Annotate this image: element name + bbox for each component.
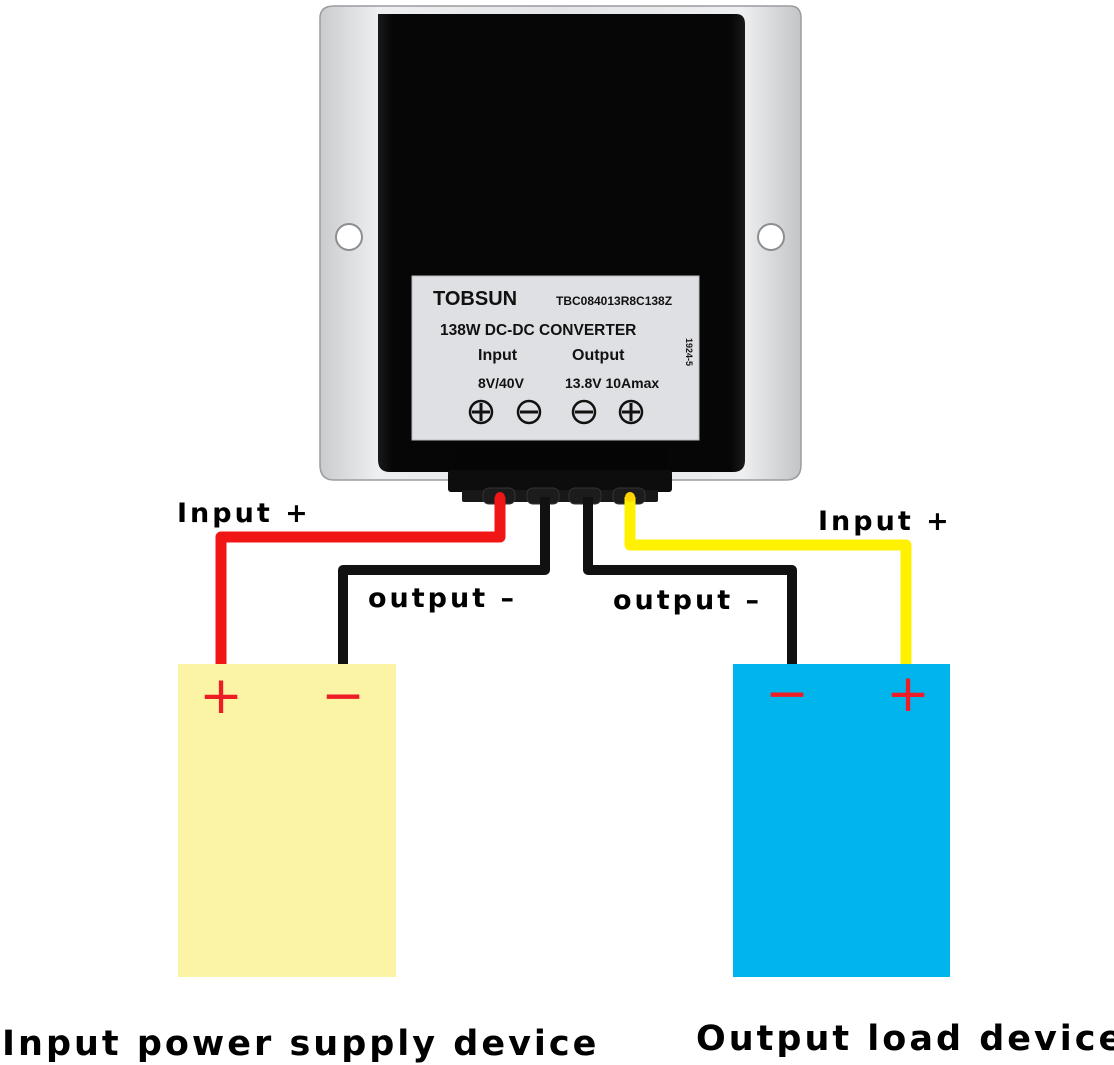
wire-label-output-minus-left: output – — [368, 583, 517, 614]
circle-minus-icon — [516, 399, 542, 425]
black-output-minus-wire-right — [583, 497, 797, 666]
output-spec: 13.8V 10Amax — [565, 375, 659, 391]
supply-minus-terminal: − — [321, 666, 365, 726]
terminal-block — [448, 446, 672, 505]
output-heading: Output — [572, 347, 625, 364]
input-device-caption: Input power supply device — [2, 1024, 599, 1064]
wire-label-output-minus-right: output – — [613, 585, 762, 616]
circle-plus-icon — [618, 399, 644, 425]
wires — [215, 492, 912, 666]
wire-label-input-plus-right: Input + — [818, 506, 952, 537]
brand-text: TOBSUN — [433, 288, 517, 310]
wire-label-input-plus-left: Input + — [177, 498, 311, 529]
circle-plus-icon — [468, 399, 494, 425]
load-plus-terminal: + — [886, 664, 930, 724]
description-text: 138W DC-DC CONVERTER — [440, 322, 636, 339]
mount-hole-icon — [335, 223, 363, 251]
converter-module: TOBSUN TBC084013R8C138Z 138W DC-DC CONVE… — [319, 5, 802, 505]
input-heading: Input — [478, 347, 518, 364]
input-spec: 8V/40V — [478, 375, 525, 391]
batch-code: 1924-5 — [684, 338, 694, 366]
model-text: TBC084013R8C138Z — [556, 294, 672, 308]
mount-hole-icon — [757, 223, 785, 251]
input-power-supply-box — [178, 664, 396, 977]
label-plate — [411, 275, 700, 441]
output-device-caption: Output load device — [696, 1019, 1114, 1059]
black-input-minus-wire-left — [338, 497, 550, 666]
yellow-output-plus-wire — [624, 497, 912, 666]
red-input-plus-wire — [215, 497, 506, 666]
output-load-box — [733, 664, 950, 977]
supply-plus-terminal: + — [199, 666, 243, 726]
circle-minus-icon — [571, 399, 597, 425]
load-minus-terminal: − — [765, 664, 809, 724]
